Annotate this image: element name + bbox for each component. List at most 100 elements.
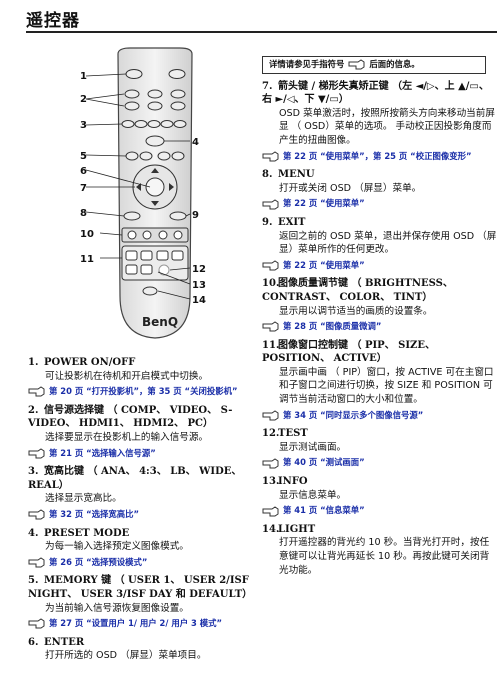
item-title: POWER ON/OFF bbox=[44, 357, 136, 368]
page-title: 遥控器 bbox=[26, 11, 80, 31]
callout-1: 1 bbox=[80, 71, 87, 82]
item-arrow-keys: 7.箭头键 / 梯形失真矫正键 （左 ◄/▷、上 ▲/▭、右 ►/◁、下 ▼/▭… bbox=[262, 80, 498, 164]
item-title: 图像质量调节键 （ BRIGHTNESS、 CONTRAST、 COLOR、 T… bbox=[262, 278, 453, 303]
item-number: 13. bbox=[262, 476, 280, 488]
item-menu: 8.MENU 打开或关闭 OSD （屏显）菜单。 第 22 页 “使用菜单” bbox=[262, 168, 498, 211]
item-description: 显示测试画面。 bbox=[279, 441, 347, 453]
item-number: 1. bbox=[28, 357, 39, 368]
pointing-hand-icon bbox=[28, 448, 45, 459]
item-info: 13.INFO 显示信息菜单。 第 41 页 “信息菜单” bbox=[262, 475, 498, 518]
item-reference-text: 第 32 页 “选择宽高比” bbox=[49, 508, 140, 519]
item-reference: 第 28 页 “图像质量微调” bbox=[262, 320, 498, 334]
item-reference: 第 27 页 “设置用户 1/ 用户 2/ 用户 3 模式” bbox=[28, 617, 250, 631]
pointing-hand-icon bbox=[262, 151, 279, 162]
pointing-hand-icon bbox=[28, 618, 45, 629]
item-description: 返回之前的 OSD 菜单，退出并保存使用 OSD （屏显）菜单所作的任何更改。 bbox=[279, 230, 497, 256]
callout-10: 10 bbox=[80, 229, 94, 240]
item-number: 3. bbox=[28, 466, 39, 478]
item-reference-text: 第 22 页 “使用菜单”，第 25 页 “校正图像变形” bbox=[283, 150, 472, 161]
callout-12: 12 bbox=[192, 264, 206, 275]
item-reference-text: 第 40 页 “测试画面” bbox=[283, 457, 365, 468]
item-title: 信号源选择键 （ COMP、 VIDEO、 S-VIDEO、 HDMI1、 HD… bbox=[28, 404, 233, 430]
callout-5: 5 bbox=[80, 151, 87, 162]
item-reference-text: 第 27 页 “设置用户 1/ 用户 2/ 用户 3 模式” bbox=[49, 618, 223, 629]
item-reference-text: 第 41 页 “信息菜单” bbox=[283, 505, 365, 516]
item-description: OSD 菜单激活时，按照所按箭头方向来移动当前屏显 （ OSD）菜单的选项。 手… bbox=[279, 107, 495, 146]
item-description: 为每一输入选择预定义图像模式。 bbox=[45, 541, 189, 553]
item-reference: 第 22 页 “使用菜单” bbox=[262, 197, 498, 211]
item-picture-quality: 10.图像质量调节键 （ BRIGHTNESS、 CONTRAST、 COLOR… bbox=[262, 277, 498, 333]
item-number: 4. bbox=[28, 527, 39, 539]
item-number: 5. bbox=[28, 575, 39, 587]
item-title: 图像窗口控制键 （ PIP、 SIZE、 POSITION、 ACTIVE） bbox=[262, 339, 435, 365]
item-reference-text: 第 28 页 “图像质量微调” bbox=[283, 321, 382, 332]
note-text: 详情请参见手指符号 bbox=[269, 59, 345, 69]
item-description: 显示画中画 （ PIP）窗口，按 ACTIVE 可在主窗口和子窗口之间进行切换，… bbox=[279, 366, 494, 406]
pointing-hand-icon bbox=[28, 386, 45, 397]
item-title: INFO bbox=[278, 476, 308, 488]
item-preset: 4. PRESET MODE 为每一输入选择预定义图像模式。 第 26 页 “选择… bbox=[28, 527, 250, 570]
pointing-hand-icon bbox=[28, 557, 45, 568]
item-description: 显示用以调节适当的画质的设置条。 bbox=[279, 305, 433, 317]
left-item-list: 1.POWER ON/OFF 可让投影机在待机和开启模式中切换。 第 20 页 … bbox=[28, 356, 253, 668]
item-power: 1.POWER ON/OFF 可让投影机在待机和开启模式中切换。 第 20 页 … bbox=[28, 356, 250, 399]
callout-13: 13 bbox=[192, 280, 206, 291]
callout-11: 11 bbox=[80, 254, 94, 265]
item-number: 9. bbox=[262, 216, 273, 228]
item-source: 2.信号源选择键 （ COMP、 VIDEO、 S-VIDEO、 HDMI1、 … bbox=[28, 404, 250, 460]
remote-brand-logo: BenQ bbox=[142, 315, 178, 329]
remote-control-illustration: BenQ 1 2 3 4 5 6 7 8 9 10 11 12 13 14 bbox=[80, 47, 206, 339]
right-item-list: 详情请参见手指符号 后面的信息。 7.箭头键 / 梯形失真矫正键 （左 ◄/▷、… bbox=[262, 56, 498, 582]
item-test: 12.TEST 显示测试画面。 第 40 页 “测试画面” bbox=[262, 427, 498, 470]
item-description: 为当前输入信号源恢复图像设置。 bbox=[45, 602, 189, 614]
item-reference-text: 第 26 页 “选择预设模式” bbox=[49, 556, 148, 567]
item-number: 2. bbox=[28, 404, 39, 416]
item-number: 11. bbox=[262, 339, 280, 351]
pointer-note-box: 详情请参见手指符号 后面的信息。 bbox=[262, 56, 486, 74]
callout-7: 7 bbox=[80, 183, 87, 194]
item-title: PRESET MODE bbox=[44, 527, 130, 539]
item-reference-text: 第 22 页 “使用菜单” bbox=[283, 198, 365, 209]
item-reference: 第 41 页 “信息菜单” bbox=[262, 504, 498, 518]
item-reference: 第 22 页 “使用菜单”，第 25 页 “校正图像变形” bbox=[262, 150, 498, 164]
item-reference: 第 32 页 “选择宽高比” bbox=[28, 508, 250, 522]
item-description: 选择显示宽高比。 bbox=[45, 493, 122, 505]
item-title: 宽高比键 （ ANA、 4:3、 LB、 WIDE、 REAL） bbox=[28, 466, 242, 491]
item-reference-text: 第 20 页 “打开投影机”，第 35 页 “关闭投影机” bbox=[49, 386, 238, 397]
pointing-hand-icon bbox=[262, 199, 279, 210]
pointing-hand-icon bbox=[348, 59, 365, 70]
item-number: 14. bbox=[262, 523, 280, 535]
note-text-after: 后面的信息。 bbox=[369, 59, 420, 69]
pointing-hand-icon bbox=[262, 410, 279, 421]
item-number: 8. bbox=[262, 169, 273, 181]
item-reference-text: 第 22 页 “使用菜单” bbox=[283, 259, 365, 270]
item-title: LIGHT bbox=[278, 523, 316, 535]
item-reference: 第 22 页 “使用菜单” bbox=[262, 259, 498, 273]
item-number: 6. bbox=[28, 636, 39, 648]
callout-2: 2 bbox=[80, 94, 87, 105]
item-number: 12. bbox=[262, 428, 280, 440]
pointing-hand-icon bbox=[262, 458, 279, 469]
callout-3: 3 bbox=[80, 120, 87, 131]
item-description: 打开或关闭 OSD （屏显）菜单。 bbox=[279, 182, 422, 194]
item-memory: 5.MEMORY 键 （ USER 1、 USER 2/ISF NIGHT、 U… bbox=[28, 574, 253, 631]
title-rule bbox=[26, 31, 497, 33]
item-title: MEMORY 键 （ USER 1、 USER 2/ISF NIGHT、 USE… bbox=[28, 575, 253, 600]
item-title: 箭头键 / 梯形失真矫正键 （左 ◄/▷、上 ▲/▭、右 ►/◁、下 ▼/▭） bbox=[262, 80, 489, 106]
callout-6: 6 bbox=[80, 166, 87, 177]
item-reference: 第 20 页 “打开投影机”，第 35 页 “关闭投影机” bbox=[28, 385, 250, 399]
pointing-hand-icon bbox=[262, 321, 279, 332]
callout-4: 4 bbox=[192, 137, 199, 148]
item-exit: 9.EXIT 返回之前的 OSD 菜单，退出并保存使用 OSD （屏显）菜单所作… bbox=[262, 216, 498, 272]
item-description: 显示信息菜单。 bbox=[279, 489, 347, 501]
pointing-hand-icon bbox=[262, 260, 279, 271]
callout-8: 8 bbox=[80, 208, 87, 219]
callout-14: 14 bbox=[192, 295, 206, 306]
item-enter: 6.ENTER 打开所选的 OSD （屏显）菜单项目。 bbox=[28, 636, 250, 663]
item-title: ENTER bbox=[44, 636, 85, 648]
item-reference: 第 21 页 “选择输入信号源” bbox=[28, 447, 250, 461]
item-reference: 第 40 页 “测试画面” bbox=[262, 456, 498, 470]
item-description: 打开遥控器的背光约 10 秒。当背光打开时，按任意键可以让背光再延长 10 秒。… bbox=[279, 537, 490, 576]
item-number: 7. bbox=[262, 80, 273, 92]
pointing-hand-icon bbox=[28, 509, 45, 520]
